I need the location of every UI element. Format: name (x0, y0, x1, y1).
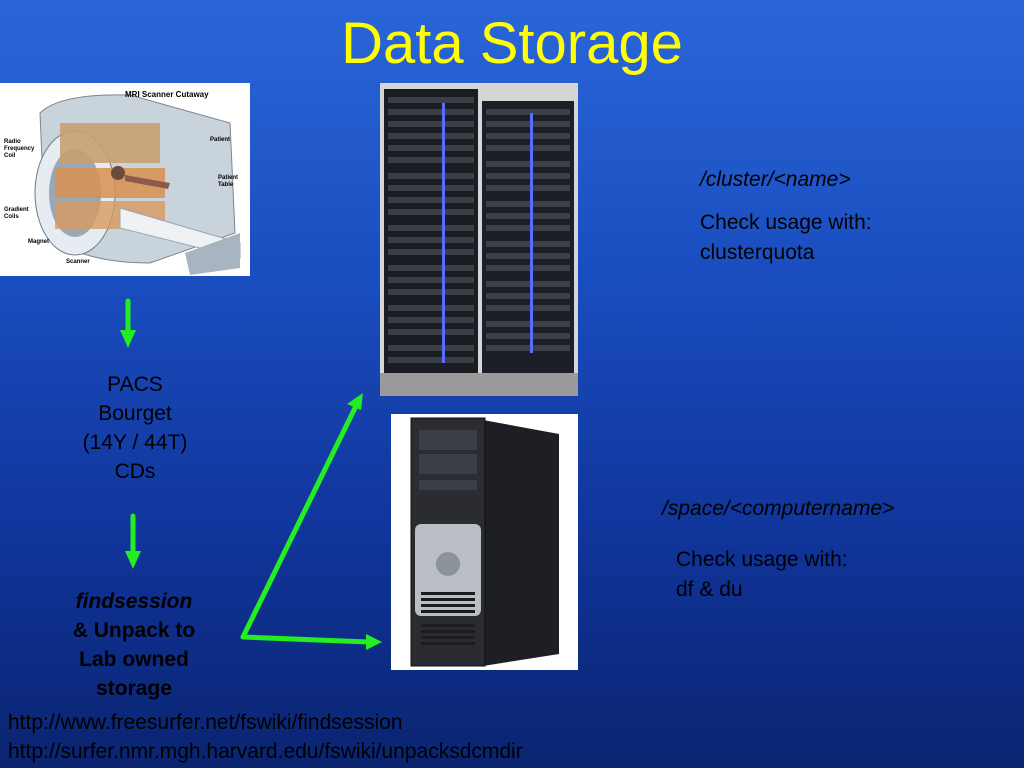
arrow-right-to-workstation (240, 634, 371, 645)
mri-label-patient: Patient (210, 137, 230, 143)
arrowhead-right (366, 634, 382, 650)
mri-label-magnet: Magnet (28, 239, 49, 245)
findsession-line-3: Lab owned (79, 648, 189, 671)
arrow-up-to-cluster (240, 405, 358, 640)
findsession-line-4: storage (96, 677, 172, 700)
mri-label-table-2: Table (218, 182, 234, 188)
pacs-cds: CDs (114, 460, 156, 483)
mri-scanner-illustration: MRI Scanner Cutaway Radio Frequency Coil… (0, 83, 250, 276)
arrowhead-down-2 (125, 551, 141, 569)
cluster-usage-command: clusterquota (700, 241, 815, 264)
findsession-command: findsession (75, 590, 193, 613)
cluster-path: /cluster/<name> (700, 168, 851, 191)
arrowhead-down-1 (120, 330, 136, 348)
workstation-illustration (391, 414, 578, 670)
server-rack-illustration (380, 83, 578, 396)
cluster-usage-line-1: Check usage with: (700, 211, 872, 234)
pacs-capacity: (14Y / 44T) (82, 431, 188, 454)
space-usage-line-1: Check usage with: (676, 548, 848, 571)
mri-heading: MRI Scanner Cutaway (125, 90, 209, 99)
mri-label-gradient-1: Gradient (4, 207, 29, 213)
mri-label-rf-2: Frequency (4, 146, 35, 152)
pacs-block: PACS Bourget (14Y / 44T) CDs (60, 370, 210, 486)
findsession-block: findsession & Unpack to Lab owned storag… (30, 587, 238, 703)
slide-title: Data Storage (341, 11, 683, 76)
url-findsession[interactable]: http://www.freesurfer.net/fswiki/findses… (8, 711, 403, 734)
mri-label-rf-3: Coil (4, 153, 16, 159)
mri-label-table-1: Patient (218, 175, 238, 181)
workstation-image (391, 414, 578, 670)
findsession-line-2: & Unpack to (72, 619, 196, 642)
cluster-rack-image (380, 83, 578, 396)
url-unpacksdcmdir[interactable]: http://surfer.nmr.mgh.harvard.edu/fswiki… (8, 740, 523, 763)
space-usage: Check usage with: df & du (676, 545, 848, 605)
space-usage-command: df & du (676, 578, 743, 601)
mri-label-gradient-2: Coils (4, 214, 19, 220)
mri-scanner-image: MRI Scanner Cutaway Radio Frequency Coil… (0, 83, 250, 276)
cluster-usage: Check usage with: clusterquota (700, 208, 872, 268)
pacs-server: Bourget (98, 402, 172, 425)
pacs-title: PACS (107, 373, 163, 396)
mri-label-rf-1: Radio (4, 139, 21, 145)
space-path: /space/<computername> (662, 497, 895, 520)
mri-label-scanner: Scanner (66, 259, 90, 265)
reference-urls: http://www.freesurfer.net/fswiki/findses… (8, 708, 523, 766)
arrowhead-up (347, 393, 363, 410)
